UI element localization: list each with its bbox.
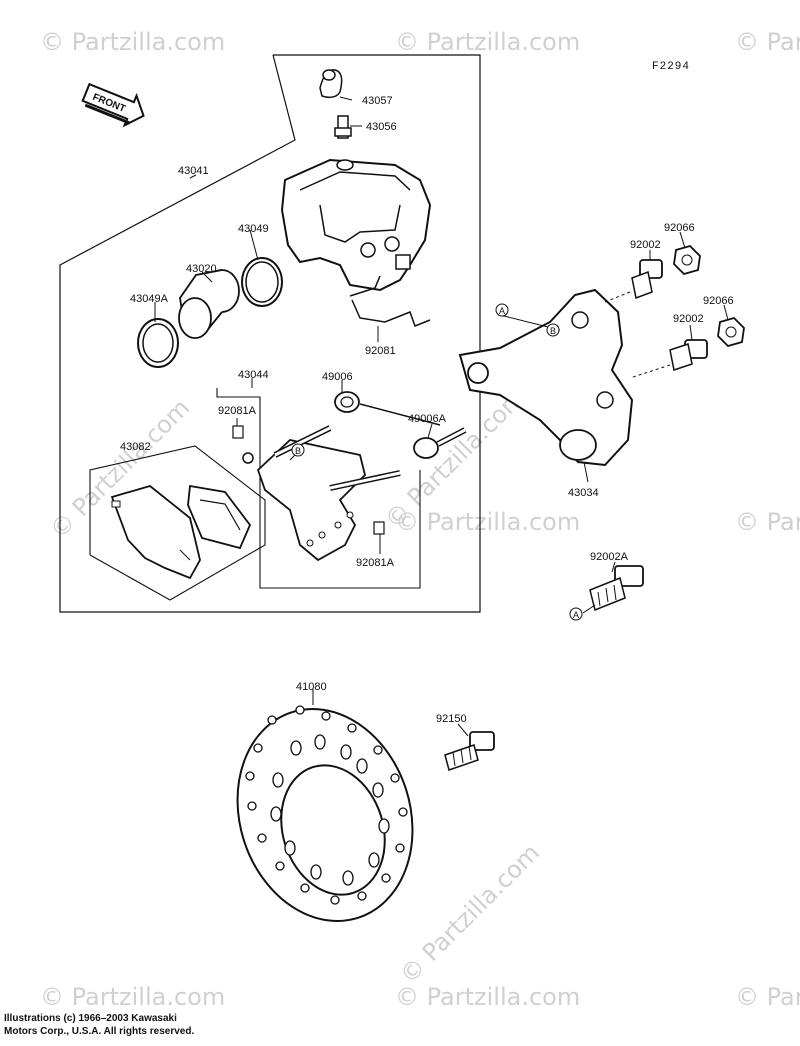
part-label-92150: 92150 [436,713,467,725]
disc-holes [245,705,408,905]
watermark: © Partzilla.com [40,983,225,1011]
ref-marker-b: B [550,326,556,336]
watermark: © Partzilla.com [395,28,580,56]
nut [717,316,745,348]
brake-pad-rear [110,485,201,580]
watermark: © Partzilla.com [395,508,580,536]
part-label-92066-lower: 92066 [703,295,734,307]
disc-bolt [444,731,495,771]
part-labels: 43057 43056 43041 43049 43020 43049A 920… [120,95,734,725]
part-label-92081a: 92081A [218,405,257,417]
part-label-92081: 92081 [365,345,396,357]
watermark: © Partzilla.com [40,28,225,56]
piston [178,269,240,339]
reference-markers: A B B A [291,303,583,621]
front-arrow: FRONT [81,82,145,128]
part-label-43082: 43082 [120,441,151,453]
watermark: © Partzilla.com [394,838,545,989]
caliper-holder [242,425,401,562]
pad-clip [373,521,385,535]
part-label-43044: 43044 [238,369,269,381]
pad-spring [349,275,431,327]
part-label-43056: 43056 [366,121,397,133]
dust-seal [137,318,179,368]
pad-group-outline [89,445,266,601]
caliper-bracket [458,288,634,467]
part-label-43020: 43020 [186,263,217,275]
bleeder-cap [319,69,343,99]
bleeder-valve [334,115,352,139]
brake-pad-front [187,484,252,550]
bolt-a [589,565,644,612]
watermark: © Partzilla.com [735,983,800,1011]
part-label-92002a: 92002A [590,551,629,563]
part-label-43057: 43057 [362,95,393,107]
bolt [604,259,663,303]
part-label-43049a: 43049A [130,293,169,305]
bolt [629,339,708,379]
copyright-line-2: Motors Corp., U.S.A. All rights reserved… [4,1026,195,1037]
figure-code: F2294 [652,61,690,73]
pad-clip [232,425,244,439]
watermark: © Partzilla.com [395,983,580,1011]
part-label-92002-lower: 92002 [673,313,704,325]
caliper-assembly-outline [59,54,481,613]
part-label-41080: 41080 [296,681,327,693]
slide-pin-boot-a [413,427,467,459]
part-label-43034: 43034 [568,487,599,499]
nut [673,244,701,276]
brake-disc [236,705,414,923]
copyright-notice: Illustrations (c) 1966–2003 Kawasaki Mot… [4,1012,194,1038]
part-label-92066: 92066 [664,222,695,234]
slide-pin-boot [334,391,441,426]
part-label-49006: 49006 [322,371,353,383]
part-label-43041: 43041 [178,165,209,177]
leader-lines [154,96,729,737]
part-label-49006a: 49006A [408,413,447,425]
copyright-line-1: Illustrations (c) 1966–2003 Kawasaki [4,1013,177,1024]
ref-marker-b-lower: B [295,446,301,456]
holder-group-outline [216,388,421,589]
part-label-43049: 43049 [238,223,269,235]
part-label-92081a-lower: 92081A [356,557,395,569]
ref-marker-a-lower: A [573,610,579,620]
watermark: © Partzilla.com [735,508,800,536]
caliper-body [280,158,432,292]
watermark: © Partzilla.com [735,28,800,56]
piston-seal [241,257,283,307]
part-label-92002: 92002 [630,239,661,251]
ref-marker-a: A [499,306,505,316]
